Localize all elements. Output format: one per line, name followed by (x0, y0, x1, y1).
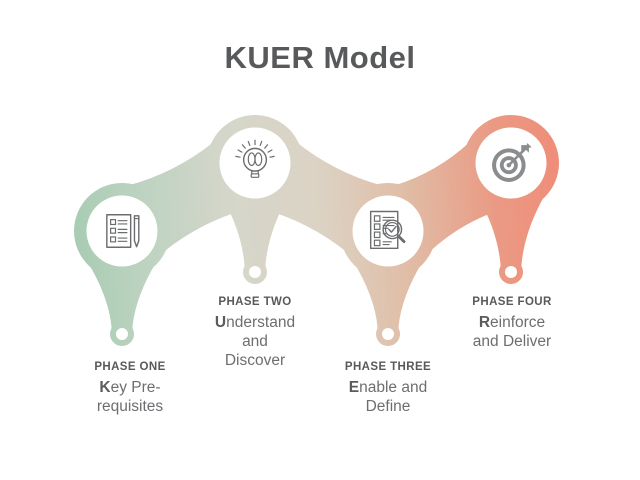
droplet-hole-phase-3 (382, 328, 394, 340)
phase-2-label: PHASE TWO (218, 296, 292, 308)
droplet-phase-2 (219, 192, 291, 266)
checklist-magnifier-icon (369, 210, 406, 250)
phase-2-title-line-2: and (242, 333, 268, 350)
ring-center-phase-1 (86, 195, 158, 267)
droplet-hole-phase-4 (505, 266, 517, 278)
phase-2-title-line-3: Discover (224, 352, 286, 369)
phase-4-text: PHASE FOUR Reinforce and Deliver (437, 296, 587, 351)
phase-1-icon-box (96, 205, 148, 257)
droplet-hole-phase-1 (116, 328, 128, 340)
phase-3-text: PHASE THREE Enable and Define (313, 361, 463, 416)
phase-4-title-line-1: Reinforce (478, 314, 546, 331)
phase-2-text: PHASE TWO Understand and Discover (180, 296, 330, 370)
phase-1-title-line-2: requisites (96, 398, 164, 415)
droplet-phase-3 (352, 260, 424, 328)
phase-1-text: PHASE ONE Key Pre- requisites (55, 361, 205, 416)
phase-3-icon-box (362, 205, 414, 257)
phase-4-title-line-2: and Deliver (472, 333, 552, 350)
target-dart-icon (492, 142, 532, 182)
page-title: KUER Model (224, 40, 416, 75)
phase-4-label: PHASE FOUR (472, 296, 552, 308)
droplet-phase-4 (475, 192, 547, 266)
droplet-phase-1 (86, 260, 158, 328)
phase-4-icon-box (485, 137, 537, 189)
checklist-pen-icon (106, 214, 140, 248)
droplet-hole-phase-2 (249, 266, 261, 278)
idea-bulb-icon (235, 139, 275, 178)
phase-1-title-line-1: Key Pre- (99, 379, 161, 396)
phase-1-label: PHASE ONE (94, 361, 166, 373)
ring-center-phase-2 (219, 127, 291, 199)
phase-3-title-line-1: Enable and (348, 379, 428, 396)
phase-3-title-line-2: Define (365, 398, 411, 415)
phase-3-label: PHASE THREE (344, 361, 432, 373)
phase-2-icon-box (229, 137, 281, 189)
phase-2-title-line-1: Understand (214, 314, 296, 331)
